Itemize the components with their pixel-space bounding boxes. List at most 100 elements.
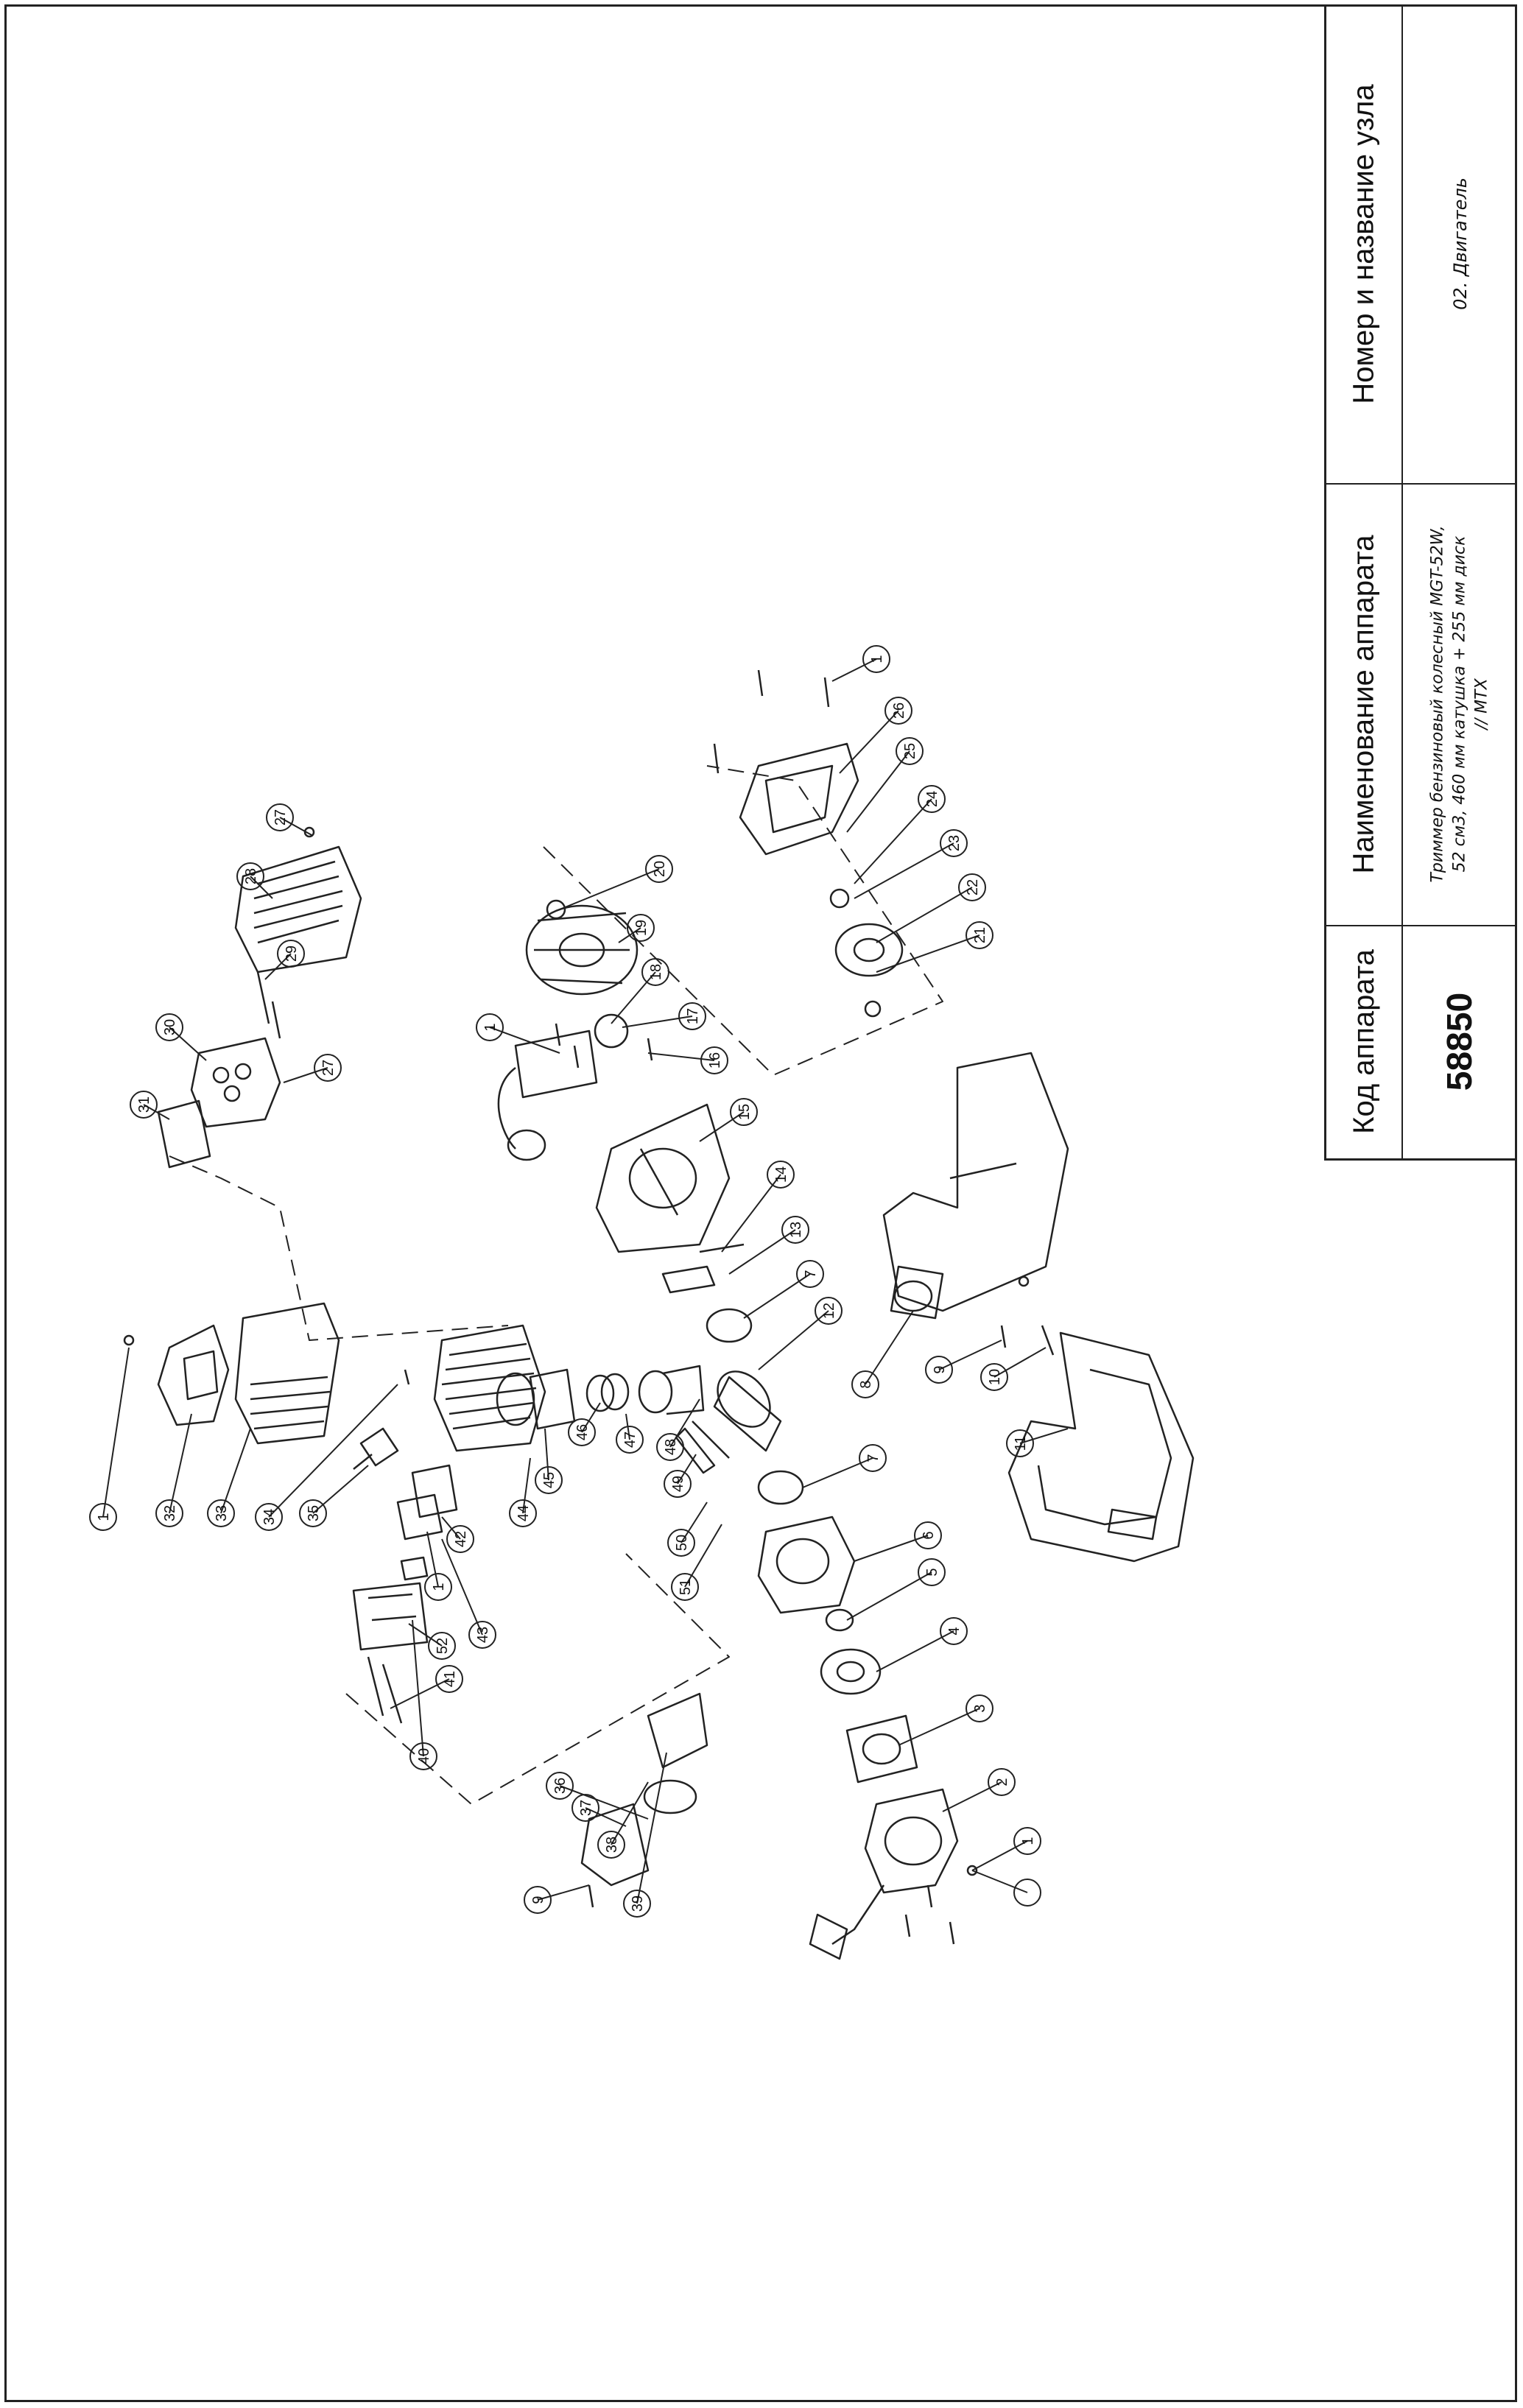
callout-42: 42 bbox=[453, 1531, 469, 1547]
name-header-cell: Наименование аппарата bbox=[1326, 483, 1401, 925]
part-45-cylinder bbox=[433, 1324, 546, 1452]
callout-1: 1 bbox=[869, 655, 885, 663]
part-31-gasket bbox=[157, 1099, 211, 1169]
callout-3: 3 bbox=[972, 1704, 988, 1712]
part-15-crankcase bbox=[595, 1103, 731, 1253]
callout-46: 46 bbox=[574, 1424, 591, 1440]
device-name-line-3: // MTX bbox=[1472, 678, 1491, 730]
part-8-fuel-tank bbox=[882, 1052, 1069, 1320]
callout-43: 43 bbox=[475, 1627, 491, 1643]
callout-labels: 1111123456778991011121314151617181920212… bbox=[96, 655, 1036, 1912]
callout-17: 17 bbox=[685, 1008, 701, 1024]
callout-38: 38 bbox=[604, 1837, 620, 1853]
callout-45: 45 bbox=[541, 1472, 558, 1488]
part-11-base-plate bbox=[1007, 1331, 1195, 1563]
part-46-gasket bbox=[529, 1368, 576, 1430]
part-39-filter-base bbox=[580, 1692, 708, 1887]
part-32-filter-cover bbox=[157, 1324, 230, 1426]
callout-1-4: 1 bbox=[431, 1583, 447, 1591]
callout-33: 33 bbox=[214, 1505, 230, 1521]
callout-10: 10 bbox=[987, 1369, 1003, 1385]
callout-2: 2 bbox=[994, 1778, 1010, 1786]
callout-28: 28 bbox=[243, 868, 259, 884]
callout-39: 39 bbox=[630, 1895, 646, 1912]
callout-27: 27 bbox=[272, 809, 289, 825]
part-33-airbox bbox=[234, 1302, 340, 1445]
callout-9: 9 bbox=[932, 1365, 948, 1373]
callout-9-2: 9 bbox=[530, 1895, 546, 1904]
callout-13: 13 bbox=[788, 1222, 804, 1238]
callout-7-2: 7 bbox=[865, 1454, 882, 1462]
code-header: Код аппарата bbox=[1347, 949, 1380, 1134]
callout-48: 48 bbox=[663, 1439, 679, 1455]
part-49-crankshaft bbox=[692, 1370, 782, 1459]
callout-24: 24 bbox=[924, 791, 940, 807]
device-name-line-2: 52 см3, 460 мм катушка + 255 мм диск bbox=[1450, 535, 1469, 873]
part-35-spark-plug bbox=[353, 1427, 399, 1470]
part-44-insulator bbox=[411, 1464, 458, 1518]
part-7-bearing bbox=[706, 1308, 753, 1343]
callout-5: 5 bbox=[924, 1568, 940, 1576]
node-header: Номер и название узла bbox=[1347, 83, 1380, 404]
part-10-pin bbox=[1041, 1325, 1055, 1356]
callout-47: 47 bbox=[622, 1432, 639, 1448]
callout-41: 41 bbox=[442, 1671, 458, 1687]
part-30-muffler bbox=[190, 1037, 281, 1128]
callout-32: 32 bbox=[162, 1505, 178, 1521]
title-block: Номер и название узла Наименование аппар… bbox=[1324, 4, 1517, 1161]
part-48-piston bbox=[585, 1365, 705, 1415]
node-value-cell: 02. Двигатель bbox=[1403, 4, 1517, 483]
part-13-bracket bbox=[661, 1243, 745, 1294]
callout-40: 40 bbox=[416, 1748, 432, 1764]
callout-35: 35 bbox=[306, 1505, 322, 1521]
ignition-coil bbox=[497, 1013, 629, 1161]
callout-14: 14 bbox=[773, 1166, 789, 1183]
node-value: 02. Двигатель bbox=[1449, 177, 1471, 310]
callouts bbox=[89, 645, 1069, 1918]
callout-26: 26 bbox=[891, 703, 907, 719]
part-3-gasket bbox=[845, 1714, 918, 1784]
part-26-cover bbox=[739, 742, 859, 856]
callout-7: 7 bbox=[803, 1270, 819, 1278]
device-name: Триммер бензиновый колесный MGT-52W, 52 … bbox=[1427, 525, 1494, 882]
callout-27-2: 27 bbox=[320, 1060, 337, 1076]
callout-44: 44 bbox=[516, 1505, 532, 1521]
callout-29: 29 bbox=[284, 946, 300, 962]
part-5-seal bbox=[825, 1608, 854, 1632]
callout-52: 52 bbox=[435, 1638, 451, 1654]
part-40-bolts bbox=[367, 1656, 403, 1724]
callout-18: 18 bbox=[648, 964, 664, 980]
part-19-flywheel bbox=[525, 899, 639, 996]
part-43-spacer bbox=[396, 1493, 443, 1541]
callout-34: 34 bbox=[261, 1509, 278, 1525]
callout-50: 50 bbox=[674, 1535, 690, 1551]
callout-31: 31 bbox=[136, 1096, 152, 1113]
part-4-pulley bbox=[820, 1648, 882, 1695]
name-value-cell: Триммер бензиновый колесный MGT-52W, 52 … bbox=[1403, 483, 1517, 925]
callout-51: 51 bbox=[678, 1579, 694, 1595]
callout-1-5: 1 bbox=[1020, 1837, 1036, 1845]
device-code: 58850 bbox=[1440, 992, 1480, 1091]
callout-23: 23 bbox=[946, 835, 963, 851]
part-28-muffler-cover bbox=[234, 845, 362, 974]
code-header-cell: Код аппарата bbox=[1326, 925, 1401, 1158]
callout-49: 49 bbox=[670, 1476, 686, 1492]
callout-15: 15 bbox=[736, 1104, 753, 1120]
callout-36: 36 bbox=[552, 1778, 569, 1794]
callout-20: 20 bbox=[652, 861, 668, 877]
callout-1-2: 1 bbox=[482, 1023, 499, 1031]
title-block-values: 02. Двигатель Триммер бензиновый колесны… bbox=[1403, 4, 1517, 1158]
callout-19: 19 bbox=[633, 920, 650, 936]
part-7-bearing-lower bbox=[757, 1470, 804, 1505]
callout-12: 12 bbox=[821, 1303, 837, 1319]
callout-22: 22 bbox=[965, 879, 981, 895]
callout-30: 30 bbox=[162, 1019, 178, 1035]
part-50-rod bbox=[675, 1427, 716, 1474]
node-header-cell: Номер и название узла bbox=[1326, 4, 1401, 483]
callout-8: 8 bbox=[858, 1380, 874, 1388]
callout-16: 16 bbox=[707, 1052, 723, 1069]
part-22-clutch bbox=[829, 888, 904, 1018]
part-41-carburetor bbox=[352, 1556, 429, 1651]
name-header: Наименование аппарата bbox=[1347, 535, 1380, 873]
